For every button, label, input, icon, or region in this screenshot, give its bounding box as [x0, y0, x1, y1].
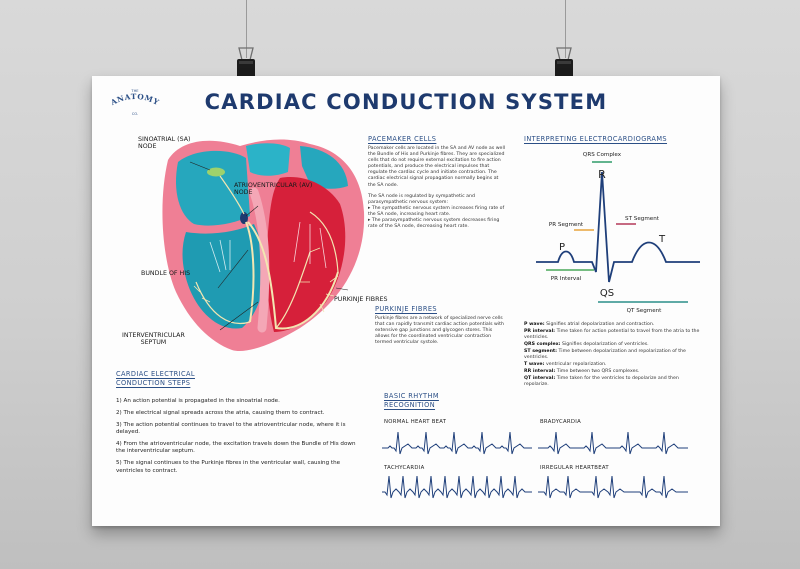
- purkinje-fibres: [195, 211, 339, 329]
- sa-node-label: SINOATRIAL (SA) NODE: [138, 136, 191, 151]
- pr-interval-label: PR Interval: [551, 276, 582, 282]
- tachycardia-label: TACHYCARDIA: [384, 465, 425, 471]
- irregular-heartbeat-strip: [538, 475, 688, 499]
- p-wave-label: P: [559, 242, 565, 253]
- irregular-heartbeat-trace: [538, 475, 688, 499]
- def-p-wave: P wave: Signifies atrial depolarization …: [524, 322, 655, 327]
- poster: THE ANATOMY CO. CARDIAC CONDUCTION SYSTE…: [92, 76, 720, 526]
- logo-top-text: THE: [130, 89, 139, 93]
- septum-pointer-line: [219, 301, 259, 331]
- qs-label: QS: [600, 288, 614, 299]
- t-wave-label: T: [658, 234, 666, 245]
- av-node: [240, 212, 248, 224]
- step-4: 4) From the atrioventricular node, the e…: [116, 441, 356, 455]
- bundle-of-his-label: BUNDLE OF HIS: [141, 270, 191, 277]
- anatomy-co-logo: THE ANATOMY CO.: [108, 89, 160, 116]
- his-pointer-line: [217, 249, 249, 289]
- purkinje-fibres-label: PURKINJE FIBRES: [334, 296, 388, 303]
- purkinje-heading: PURKINJE FIBRES: [375, 305, 437, 313]
- pr-segment-label: PR Segment: [549, 222, 584, 228]
- tachycardia-trace: [382, 475, 532, 499]
- def-t-wave: T wave: ventricular repolarization.: [524, 361, 607, 367]
- poster-title: CARDIAC CONDUCTION SYSTEM: [204, 90, 608, 114]
- rhythm-heading: BASIC RHYTHM RECOGNITION: [384, 392, 439, 409]
- septum-label: INTERVENTRICULAR SEPTUM: [122, 332, 185, 347]
- bradycardia-strip: [538, 431, 688, 455]
- interventricular-septum: [249, 187, 270, 333]
- ecg-diagram: QRS Complex R PR Segment ST Segment P T …: [536, 152, 700, 314]
- def-rr-interval: RR interval: Time between two QRS comple…: [524, 368, 640, 374]
- normal-beat-trace: [382, 431, 532, 455]
- step-1: 1) An action potential is propagated in …: [116, 398, 280, 404]
- right-ventricle: [182, 224, 267, 329]
- normal-beat-strip: [382, 431, 532, 455]
- sa-node: [207, 167, 225, 177]
- pacemaker-bullet2: ▸ The parasympathetic nervous system dec…: [368, 218, 500, 230]
- qt-segment-label: QT Segment: [627, 308, 663, 314]
- st-segment-label: ST Segment: [625, 216, 660, 222]
- sa-pointer-line: [189, 161, 211, 171]
- pacemaker-text: Pacemaker cells are located in the SA an…: [368, 146, 506, 230]
- irregular-heartbeat-label: IRREGULAR HEARTBEAT: [540, 465, 609, 471]
- r-wave-label: R: [598, 168, 606, 181]
- ecg-heading: INTERPRETING ELECTROCARDIOGRAMS: [524, 135, 668, 143]
- steps-heading: CARDIAC ELECTRICAL CONDUCTION STEPS: [116, 370, 195, 387]
- hanging-wire-right: [565, 0, 566, 58]
- av-node-label: ATRIOVENTRICULAR (AV) NODE: [234, 182, 313, 197]
- def-qrs-complex: QRS complex: Signifies depolarization of…: [524, 341, 649, 347]
- pacemaker-para2: The SA node is regulated by sympathetic …: [368, 193, 475, 205]
- pacemaker-para1: Pacemaker cells are located in the SA an…: [368, 146, 506, 188]
- great-vessels: [246, 143, 290, 176]
- right-atrium: [175, 150, 250, 226]
- step-2: 2) The electrical signal spreads across …: [116, 410, 325, 416]
- purkinje-text: Purkinje fibres are a network of special…: [375, 316, 504, 346]
- internodal-pathway: [219, 175, 245, 215]
- left-ventricle: [266, 177, 346, 332]
- ecg-definitions: P wave: Signifies atrial depolarization …: [524, 322, 704, 389]
- purkinje-pointer-line: [335, 287, 349, 291]
- bradycardia-trace: [538, 431, 688, 455]
- left-atrium: [300, 146, 348, 189]
- heart-illustration: [162, 139, 365, 352]
- def-pr-interval: PR interval: Time taken for action poten…: [524, 328, 700, 340]
- bundle-of-his-left: [245, 221, 255, 323]
- steps-list: 1) An action potential is propagated in …: [116, 398, 356, 480]
- pacemaker-heading: PACEMAKER CELLS: [368, 135, 437, 143]
- def-qt-interval: QT interval: Time taken for the ventricl…: [524, 375, 679, 387]
- bradycardia-label: BRADYCARDIA: [540, 419, 582, 425]
- def-st-segment: ST segment: Time between depolarization …: [524, 348, 686, 360]
- tachycardia-strip: [382, 475, 532, 499]
- step-5: 5) The signal continues to the Purkinje …: [116, 460, 341, 474]
- normal-beat-label: NORMAL HEART BEAT: [384, 419, 447, 425]
- step-3: 3) The action potential continues to tra…: [116, 422, 346, 436]
- ecg-trace: [536, 171, 700, 283]
- pacemaker-bullet1: ▸ The sympathetic nervous system increas…: [368, 205, 505, 217]
- logo-bottom-text: CO.: [132, 112, 138, 116]
- av-pointer-line: [245, 205, 259, 217]
- qrs-complex-label: QRS Complex: [583, 152, 622, 158]
- hanging-wire-left: [246, 0, 247, 58]
